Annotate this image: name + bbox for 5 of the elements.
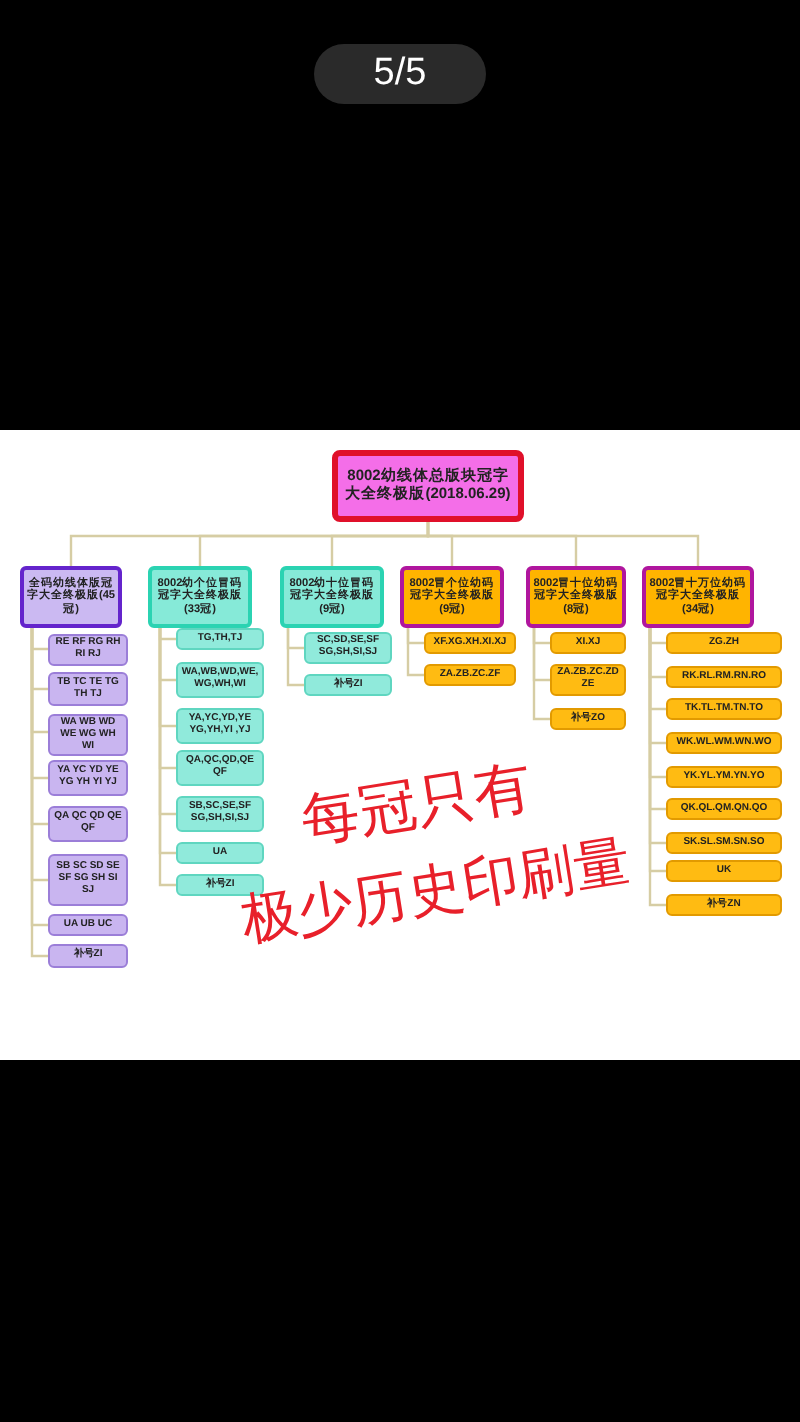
connector-line [406,628,424,677]
connector-line [532,628,550,721]
page-indicator: 5/5 [314,44,486,104]
connector-line [426,522,700,566]
connector-line [286,628,304,687]
